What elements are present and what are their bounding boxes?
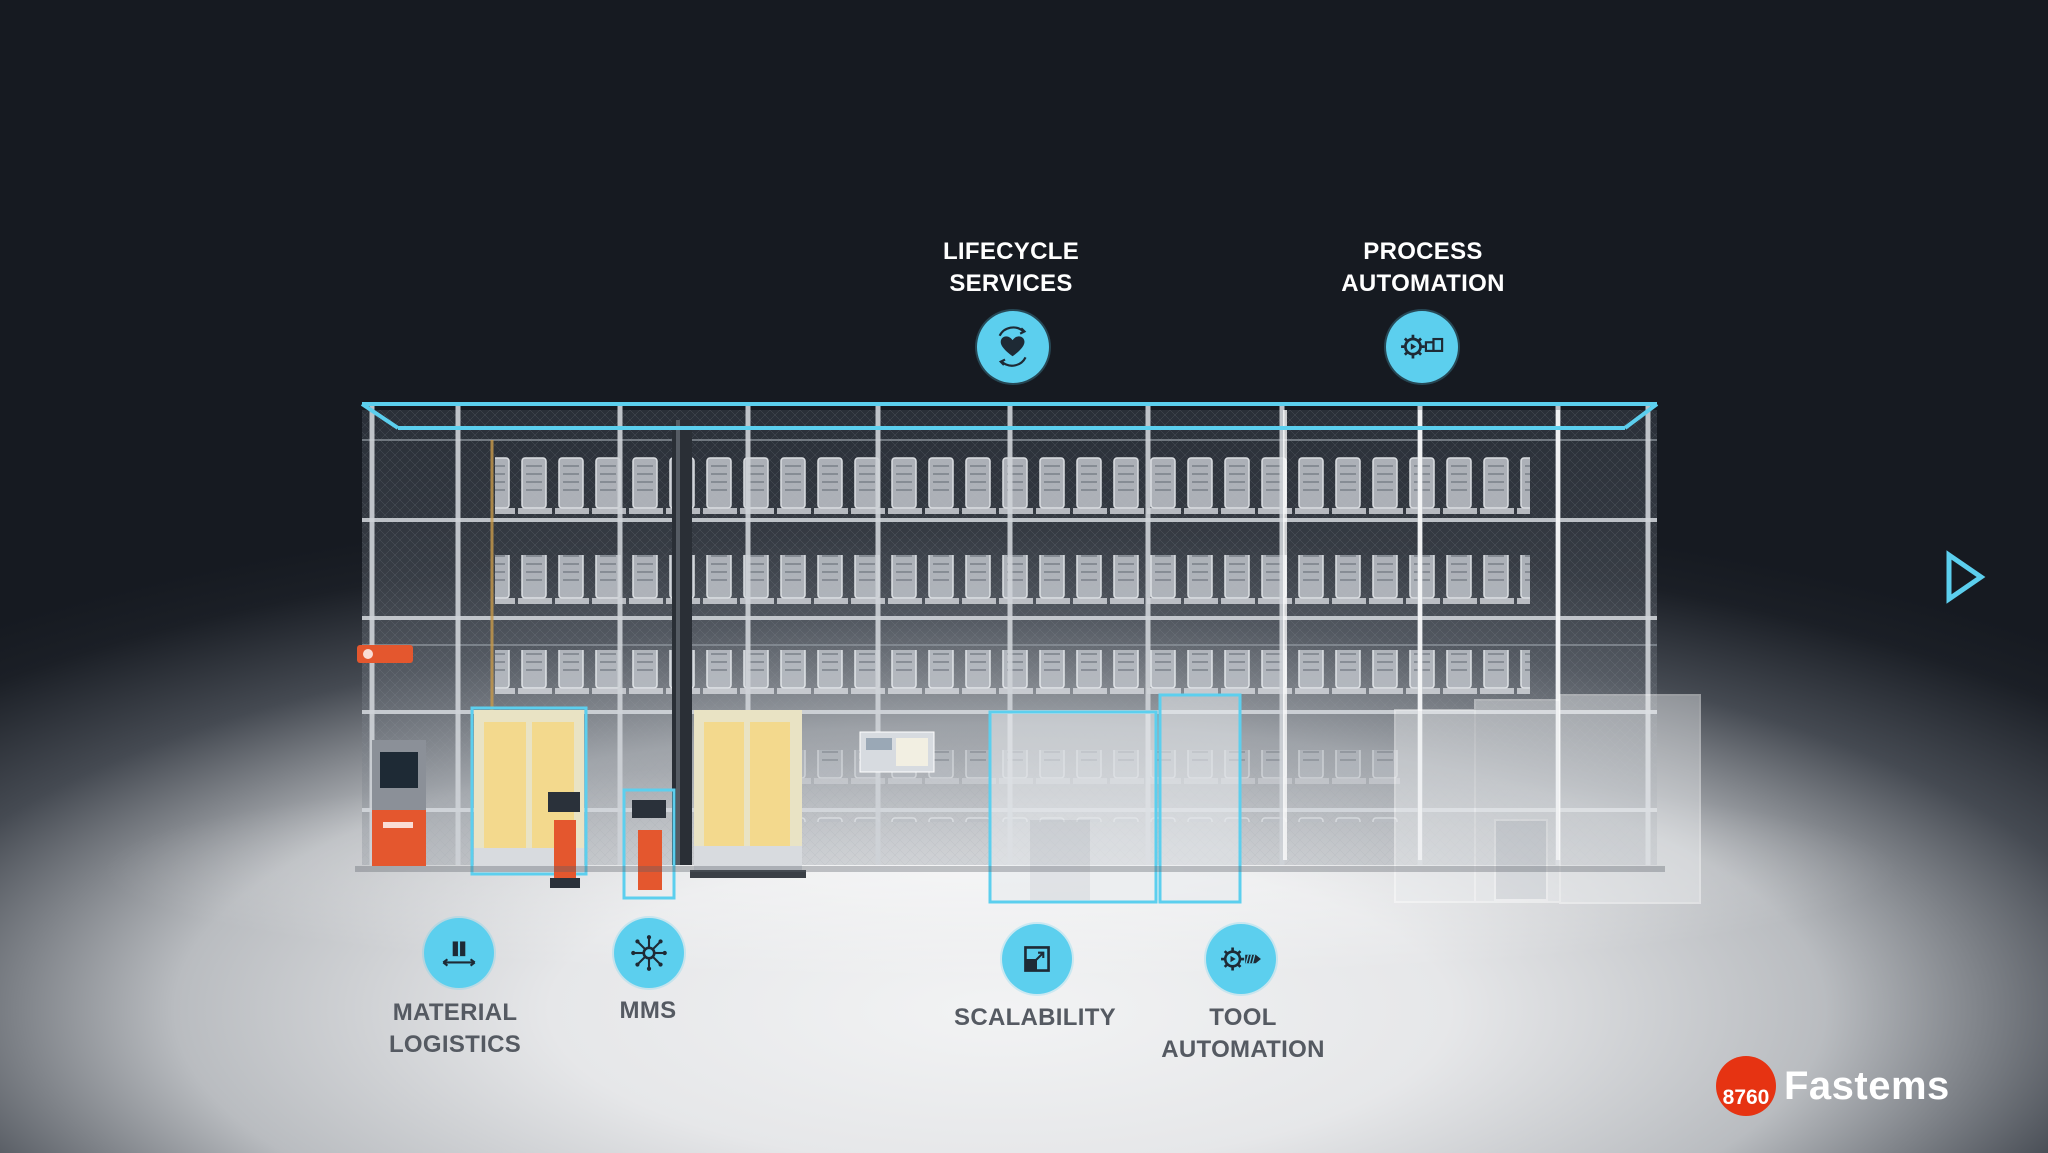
mms-label: MMS [619,997,677,1024]
lifecycle-services-label: LIFECYCLE SERVICES [942,238,1080,297]
mms-button[interactable] [614,918,684,988]
box-transfer-icon [442,941,476,967]
gear-process-icon [1401,335,1444,359]
material-logistics-label: MATERIAL LOGISTICS [388,999,522,1058]
process-automation-button[interactable] [1386,311,1458,383]
process-automation-label: PROCESS AUTOMATION [1341,238,1505,297]
tool-automation-button[interactable] [1206,924,1276,994]
network-hub-icon [631,935,667,971]
logo-badge: 8760 [1716,1056,1776,1116]
lifecycle-services-button[interactable] [977,311,1049,383]
fastems-logo: 8760 Fastems [1716,1055,1950,1117]
next-arrow-button[interactable] [1944,550,1986,604]
heart-cycle-icon [999,326,1027,368]
play-triangle-icon [1946,550,1986,604]
logo-wordmark: Fastems [1784,1063,1950,1108]
gear-drill-icon [1221,947,1261,971]
scalability-button[interactable] [1002,924,1072,994]
expand-square-icon [1024,946,1050,972]
scalability-label: SCALABILITY [954,1004,1116,1031]
tool-automation-label: TOOL AUTOMATION [1161,1004,1325,1063]
material-logistics-button[interactable] [424,918,494,988]
